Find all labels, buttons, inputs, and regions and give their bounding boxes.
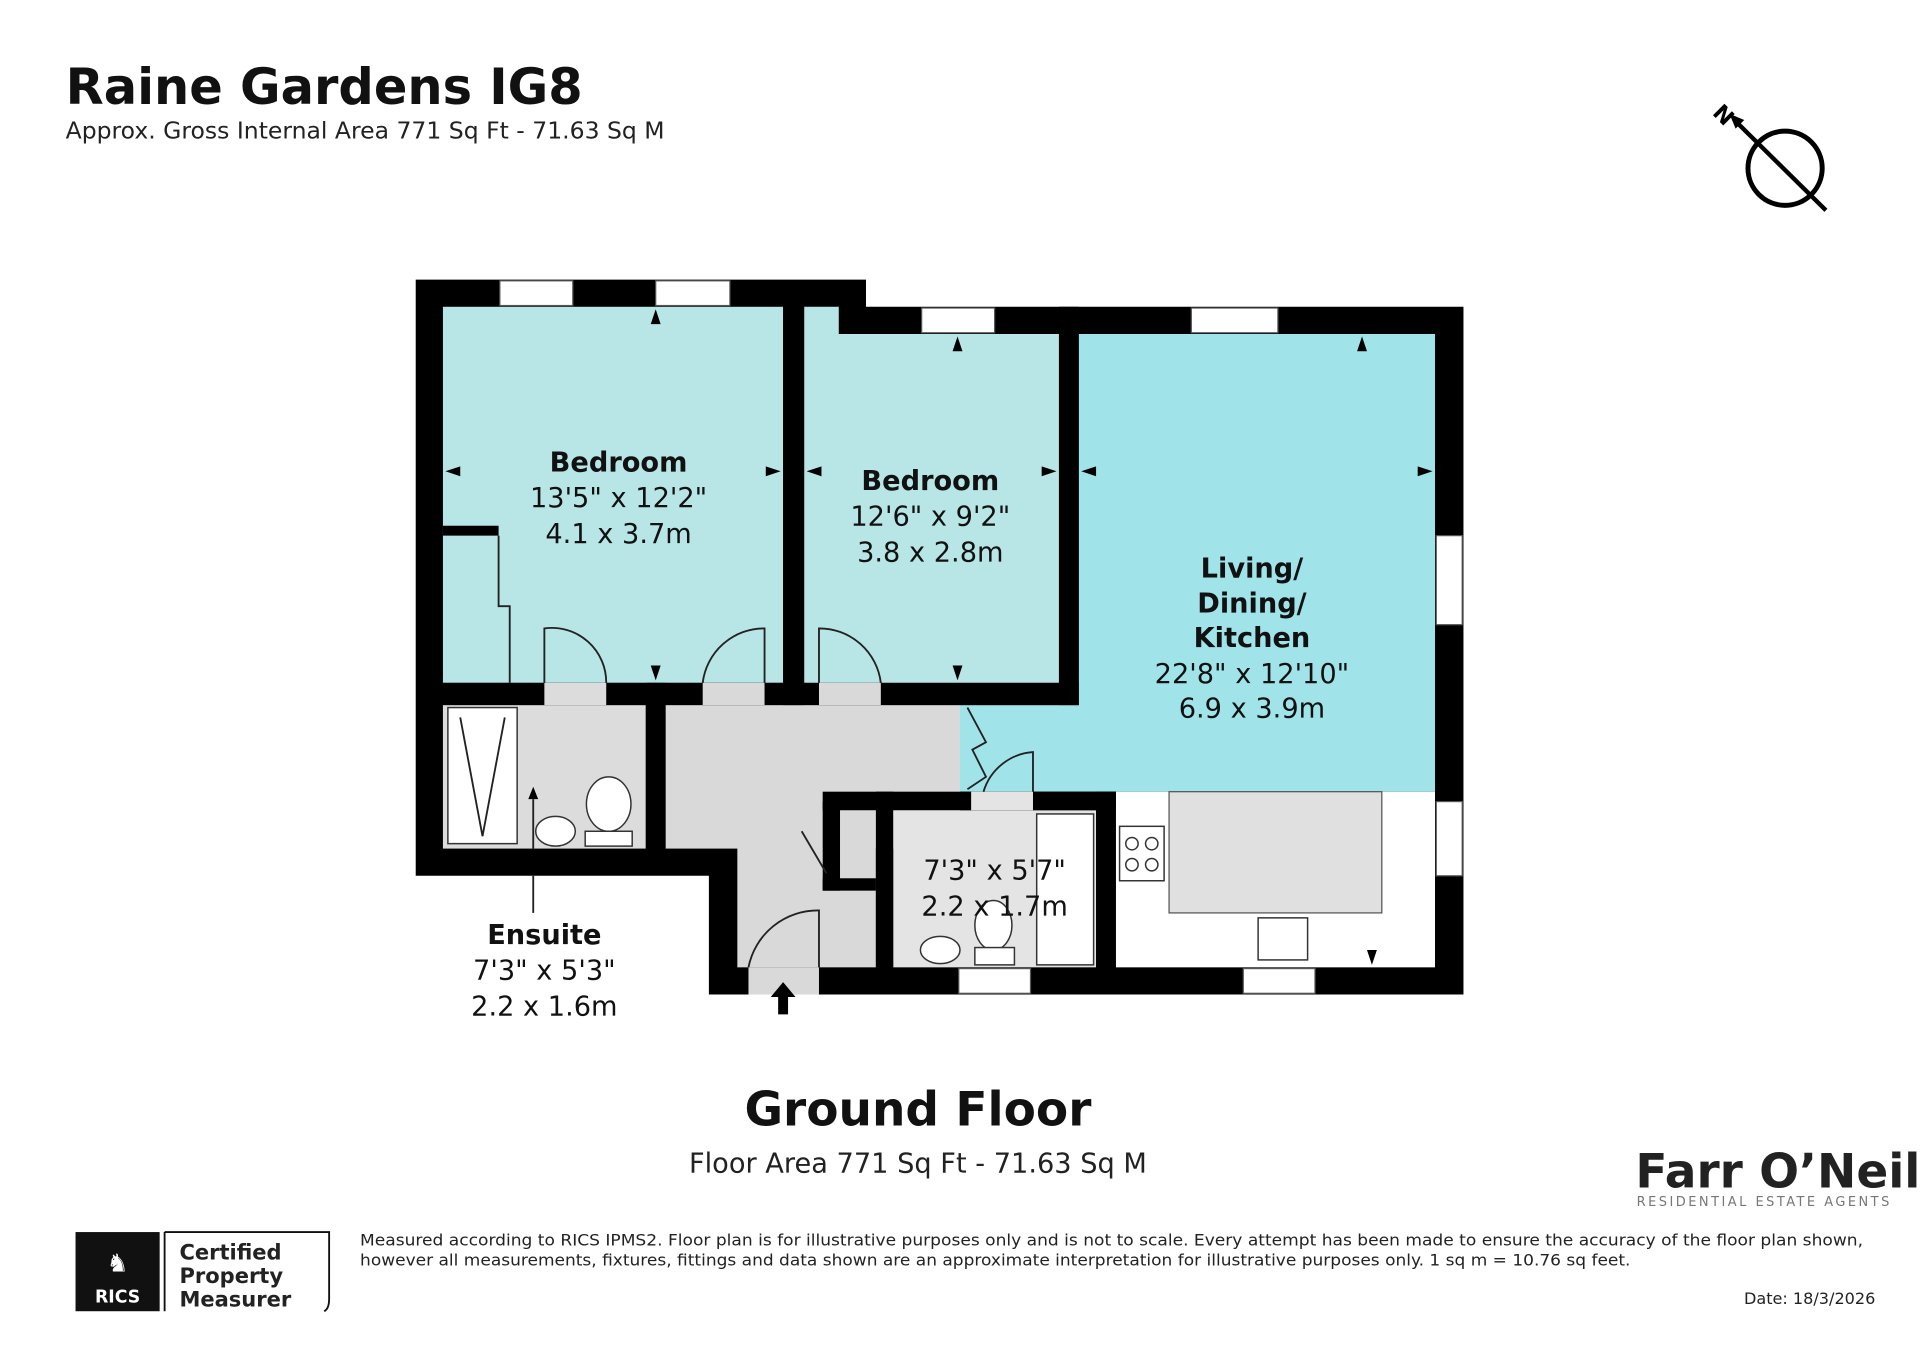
basin-icon bbox=[534, 815, 577, 847]
room-dim-imperial: 13'5" x 12'2" bbox=[530, 483, 707, 514]
bedroom-2-area bbox=[804, 306, 1059, 683]
room-dim-metric: 2.2 x 1.7m bbox=[921, 891, 1067, 922]
room-label-bathroom: 7'3" x 5'7" 2.2 x 1.7m bbox=[921, 856, 1067, 923]
room-dim-imperial: 12'6" x 9'2" bbox=[850, 502, 1010, 533]
wall bbox=[822, 801, 841, 891]
room-name: Ensuite bbox=[487, 920, 601, 951]
wardrobe bbox=[497, 535, 511, 683]
rics-lion-icon: ♞ bbox=[107, 1249, 129, 1278]
wall bbox=[1096, 791, 1116, 968]
room-name: Bedroom bbox=[861, 466, 999, 497]
disclaimer-line: however all measurements, fixtures, fitt… bbox=[360, 1250, 1630, 1269]
disclaimer-line: Measured according to RICS IPMS2. Floor … bbox=[360, 1231, 1863, 1250]
floor-plan: Bedroom 13'5" x 12'2" 4.1 x 3.7m Bedroom… bbox=[415, 279, 1464, 1023]
room-label-ensuite: Ensuite 7'3" x 5'3" 2.2 x 1.6m bbox=[471, 920, 617, 1023]
room-dim-imperial: 7'3" x 5'3" bbox=[473, 956, 616, 987]
toilet-icon bbox=[585, 776, 632, 833]
room-dim-metric: 6.9 x 3.9m bbox=[1179, 693, 1325, 724]
entrance-arrow-icon bbox=[770, 982, 796, 1015]
shower-icon bbox=[447, 706, 518, 845]
door bbox=[543, 626, 608, 683]
entrance-door bbox=[747, 909, 820, 968]
door bbox=[982, 751, 1034, 792]
room-label-bedroom-2: Bedroom 12'6" x 9'2" 3.8 x 2.8m bbox=[850, 466, 1010, 569]
agent-logo: Farr O’Neil RESIDENTIAL ESTATE AGENTS bbox=[1635, 1145, 1920, 1211]
room-name: Kitchen bbox=[1194, 623, 1311, 654]
wall bbox=[783, 306, 805, 706]
room-dim-imperial: 22'8" x 12'10" bbox=[1155, 659, 1350, 690]
rics-line: Property bbox=[179, 1263, 283, 1288]
gross-area: Approx. Gross Internal Area 771 Sq Ft - … bbox=[66, 117, 665, 145]
bath-icon bbox=[1035, 813, 1095, 966]
rics-logo-text: RICS bbox=[95, 1288, 140, 1308]
wall bbox=[822, 878, 876, 891]
room-dim-metric: 2.2 x 1.6m bbox=[471, 992, 617, 1023]
room-dim-metric: 3.8 x 2.8m bbox=[857, 538, 1003, 569]
room-label-living: Living/ Dining/ Kitchen 22'8" x 12'10" 6… bbox=[1155, 554, 1350, 725]
door bbox=[701, 627, 766, 683]
north-arrow-icon: N bbox=[1707, 100, 1828, 212]
cupboard-door bbox=[800, 830, 828, 874]
kitchen-counter bbox=[1168, 791, 1383, 914]
wall bbox=[645, 682, 666, 849]
room-dim-imperial: 7'3" x 5'7" bbox=[923, 856, 1066, 887]
bedroom-1-area bbox=[442, 306, 784, 683]
windows bbox=[499, 280, 1463, 994]
door bbox=[818, 627, 882, 683]
wall bbox=[822, 791, 1116, 811]
room-name: Living/ bbox=[1201, 554, 1304, 585]
rics-badge: ♞ RICS Certified Property Measurer bbox=[75, 1231, 331, 1313]
wall bbox=[442, 525, 499, 536]
agent-name: Farr O’Neil bbox=[1635, 1145, 1920, 1200]
room-dim-metric: 4.1 x 3.7m bbox=[545, 519, 691, 550]
wall bbox=[1058, 306, 1079, 706]
room-label-bedroom-1: Bedroom 13'5" x 12'2" 4.1 x 3.7m bbox=[530, 447, 707, 550]
north-label: N bbox=[1707, 100, 1739, 132]
sink-icon bbox=[1257, 917, 1309, 961]
property-title: Raine Gardens IG8 bbox=[66, 58, 583, 116]
floor-title: Ground Floor bbox=[744, 1083, 1092, 1138]
bifold-door bbox=[966, 707, 988, 790]
rics-line: Certified bbox=[179, 1239, 281, 1264]
floor-area: Floor Area 771 Sq Ft - 71.63 Sq M bbox=[689, 1149, 1147, 1180]
hob-icon bbox=[1118, 825, 1165, 882]
dimension-markers bbox=[445, 309, 1433, 965]
room-name: Bedroom bbox=[550, 447, 688, 478]
rics-line: Measurer bbox=[179, 1286, 291, 1311]
room-name: Dining/ bbox=[1197, 588, 1306, 619]
plan-date: Date: 18/3/2026 bbox=[1744, 1289, 1875, 1308]
agent-tagline: RESIDENTIAL ESTATE AGENTS bbox=[1637, 1195, 1892, 1210]
basin-icon bbox=[919, 935, 961, 965]
wall bbox=[875, 791, 894, 968]
